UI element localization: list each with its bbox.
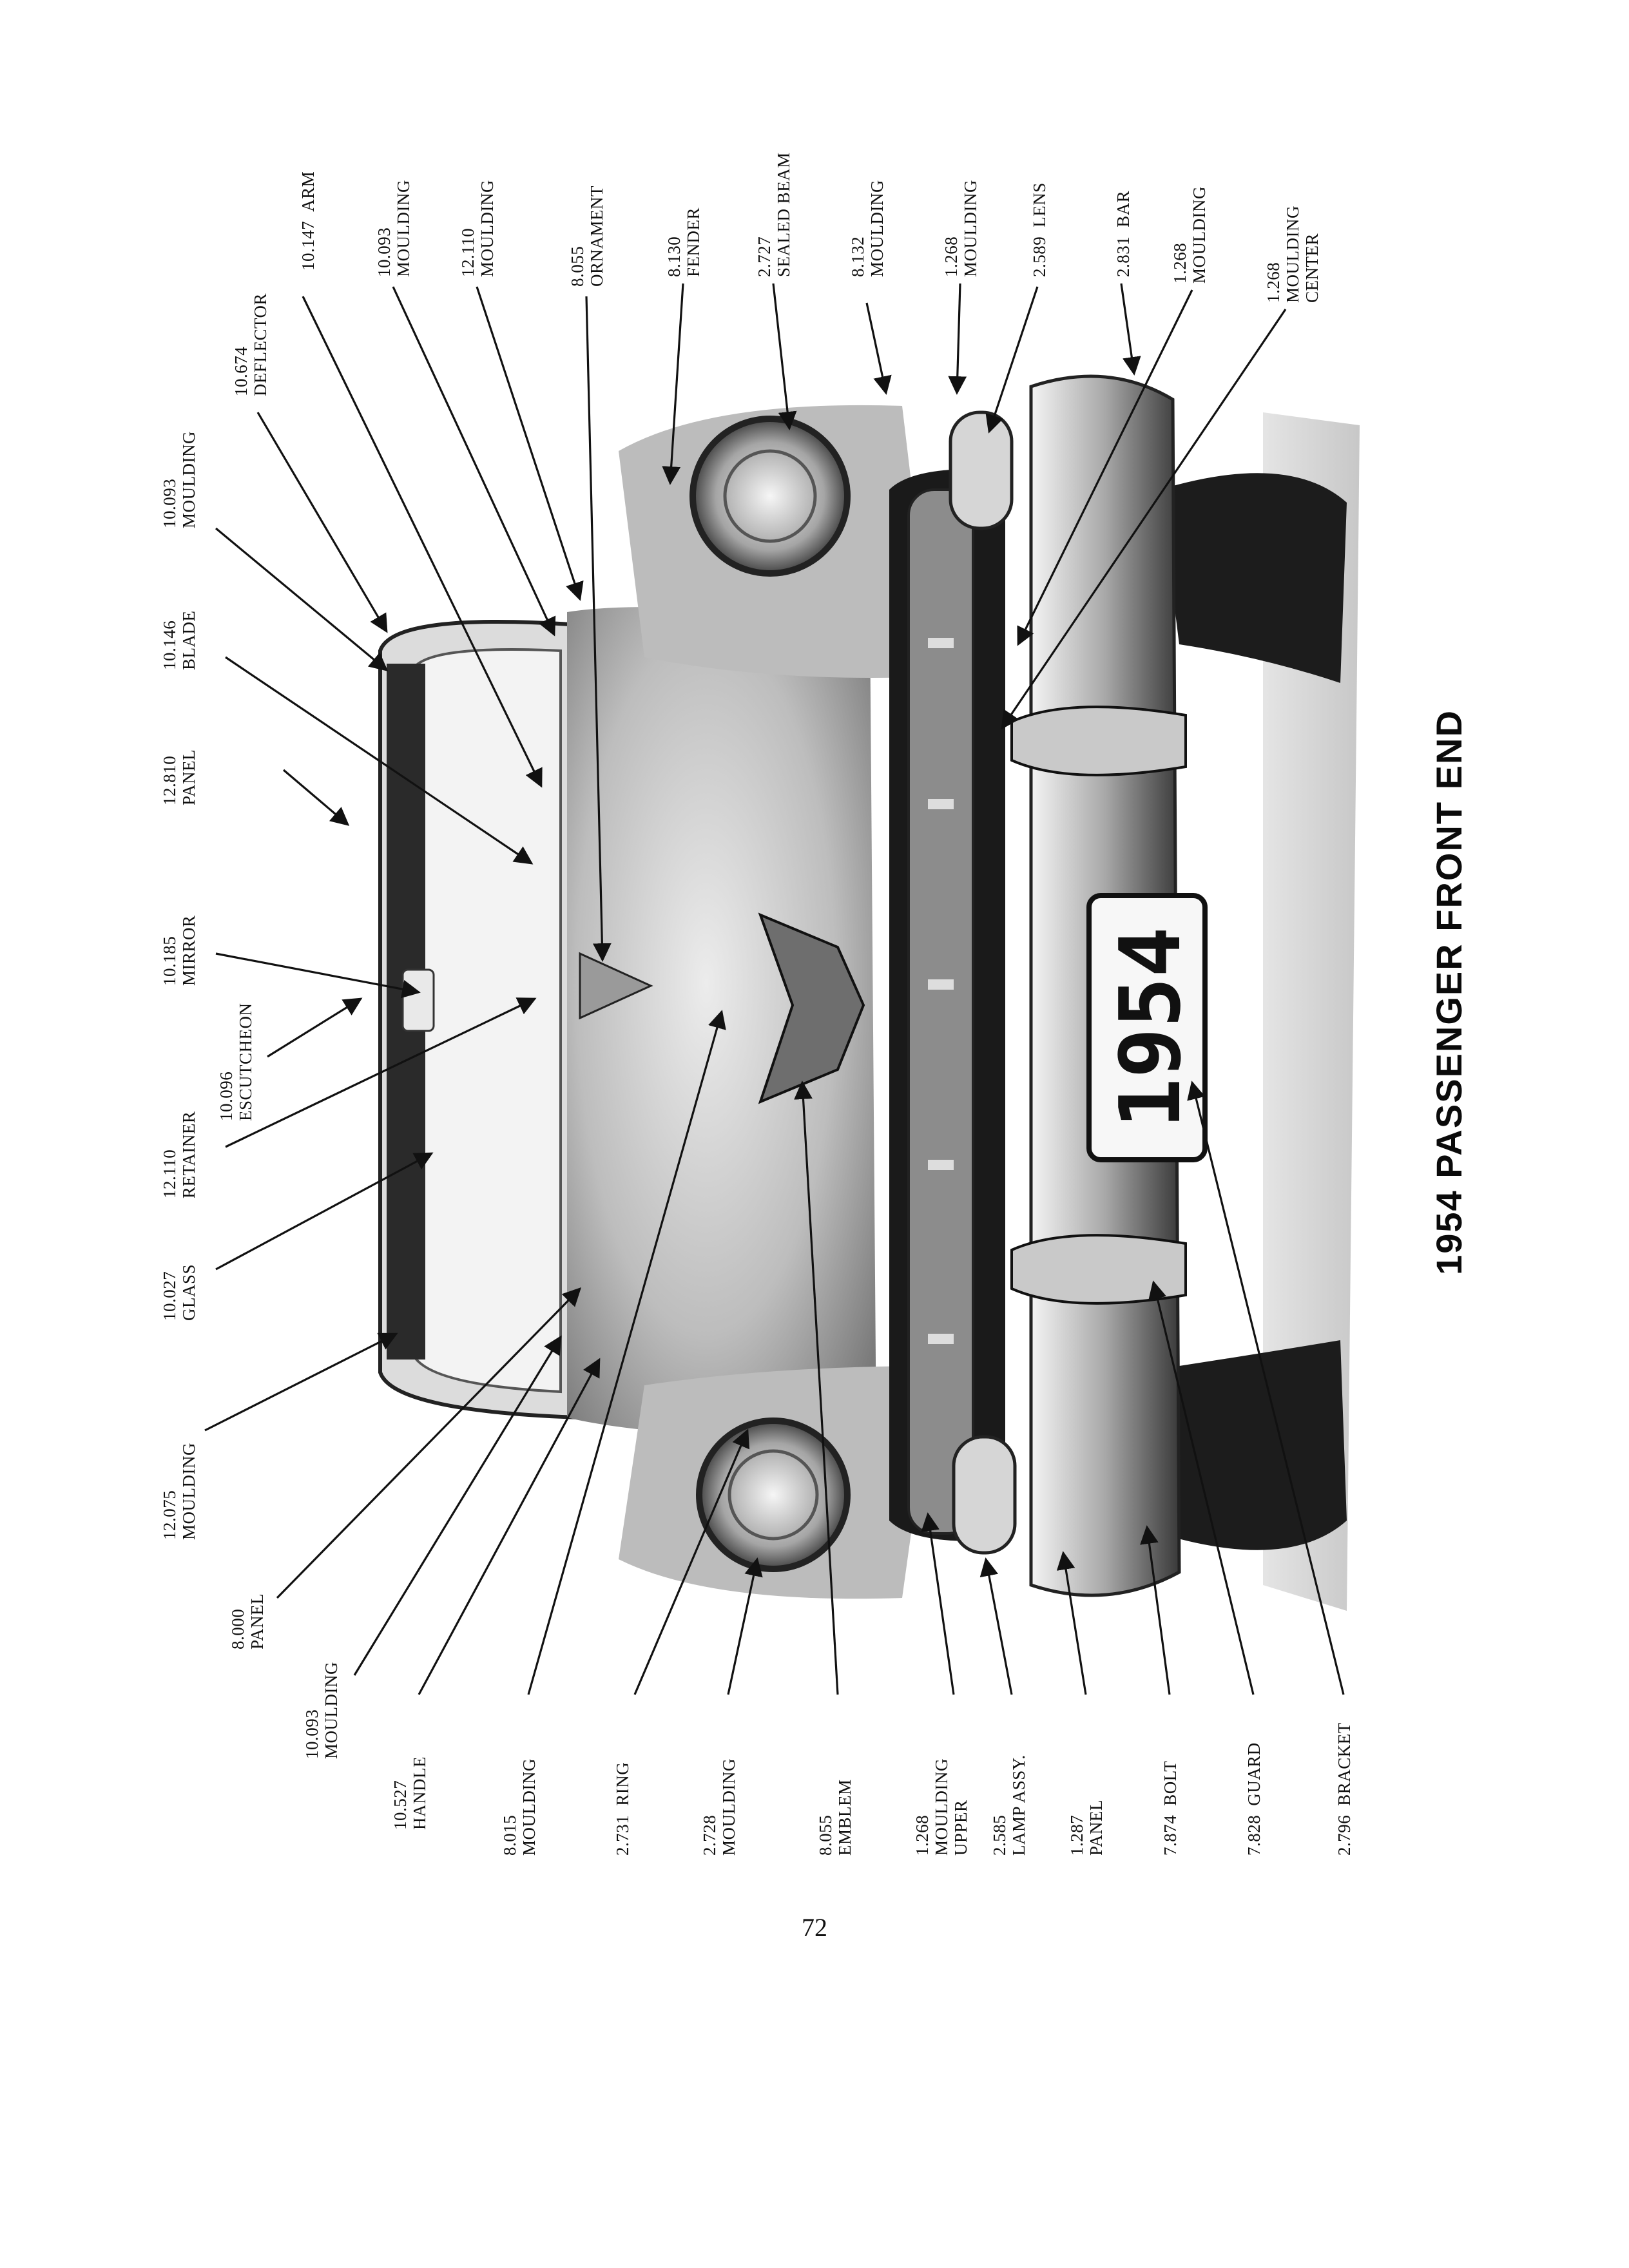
label-sealed-beam-2727: 2.727SEALED BEAM	[755, 152, 793, 277]
right-tire	[1160, 1340, 1347, 1550]
bottom-labels: 8.000PANEL 10.093MOULDING 10.527HANDLE 8…	[228, 1593, 1354, 1856]
label-mirror-10185: 10.185MIRROR	[160, 915, 198, 986]
license-plate	[1086, 893, 1208, 1162]
label-glass-10027: 10.027GLASS	[160, 1264, 198, 1321]
label-panel-12810: 12.810PANEL	[160, 749, 198, 805]
label-moulding-8015: 8.015MOULDING	[500, 1758, 539, 1856]
label-moulding-10093a: 10.093MOULDING	[160, 431, 198, 528]
label-lens-2589: 2.589LENS	[1030, 182, 1049, 277]
label-moulding-12075: 12.075MOULDING	[160, 1443, 198, 1540]
top-labels: 12.075MOULDING 10.027GLASS 12.110RETAINE…	[160, 152, 1322, 1540]
windshield-glass	[411, 648, 562, 1394]
label-ring-2731: 2.731RING	[613, 1762, 632, 1856]
headlight-right-inner	[728, 1449, 819, 1541]
label-retainer-12110: 12.110RETAINER	[160, 1111, 198, 1198]
mirror	[401, 968, 435, 1032]
hood-ornament	[579, 952, 653, 1020]
label-moulding-2728: 2.728MOULDING	[700, 1758, 738, 1856]
leader-lines	[204, 283, 1345, 1695]
parking-lamp-right	[952, 1435, 1017, 1555]
label-ornament-8055: 8.055ORNAMENT	[568, 186, 606, 287]
label-panel-8000: 8.000PANEL	[228, 1593, 267, 1649]
bumper-guard-left	[1010, 706, 1187, 776]
label-escutcheon-10096: 10.096ESCUTCHEON	[217, 1003, 255, 1121]
hood-emblem	[758, 912, 865, 1104]
page-number: 72	[802, 1913, 827, 1942]
label-moulding-10093c: 10.093MOULDING	[302, 1662, 341, 1759]
label-guard-7828: 7.828GUARD	[1244, 1742, 1264, 1856]
label-moulding-upper-1268: 1.268MOULDINGUPPER	[912, 1758, 970, 1856]
label-moulding-1268a: 1.268MOULDING	[941, 180, 980, 277]
label-moulding-center-1268: 1.268MOULDINGCENTER	[1264, 206, 1322, 303]
label-bracket-2796: 2.796BRACKET	[1335, 1722, 1354, 1856]
label-moulding-10093b: 10.093MOULDING	[374, 180, 413, 277]
background-shade	[1263, 412, 1360, 1611]
label-panel-1287: 1.287PANEL	[1067, 1800, 1106, 1856]
label-arm-10147: 10.147ARM	[298, 171, 318, 271]
label-bar-2831: 2.831BAR	[1113, 191, 1133, 277]
page-title: 1954 PASSENGER FRONT END	[1429, 709, 1469, 1275]
label-fender-8130: 8.130FENDER	[664, 207, 703, 277]
grille-bars	[907, 488, 974, 1535]
label-handle-10527: 10.527HANDLE	[390, 1756, 429, 1830]
label-moulding-12110: 12.110MOULDING	[458, 180, 497, 277]
label-moulding-8132: 8.132MOULDING	[848, 180, 887, 277]
label-moulding-1268b: 1.268MOULDING	[1170, 186, 1209, 284]
parking-lamp-left	[949, 410, 1014, 530]
label-emblem-8055: 8.055EMBLEM	[816, 1779, 854, 1856]
headlight-left-inner	[723, 449, 817, 543]
label-lamp-assy-2585: 2.585LAMP ASSY.	[990, 1754, 1028, 1856]
label-bolt-7874: 7.874BOLT	[1161, 1761, 1180, 1856]
left-tire	[1160, 473, 1347, 683]
label-deflector-10674: 10.674DEFLECTOR	[231, 293, 270, 396]
car-illustration: 1954	[378, 374, 1360, 1611]
headlight-left	[689, 416, 851, 577]
bumper-guard-right	[1010, 1234, 1187, 1305]
license-plate-number: 1954	[1101, 927, 1199, 1128]
label-blade-10146: 10.146BLADE	[160, 611, 198, 671]
